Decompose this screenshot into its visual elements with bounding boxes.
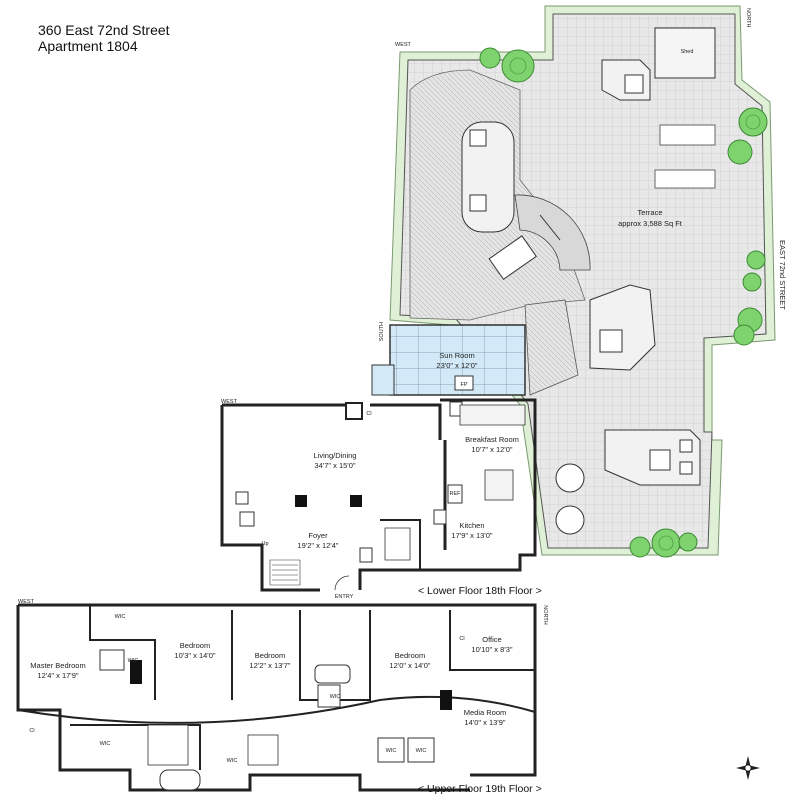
lower-floor-label: < Lower Floor 18th Floor > xyxy=(418,585,542,597)
room-name-breakfast: Breakfast Room xyxy=(465,435,519,444)
room-name-master-bedroom: Master Bedroom xyxy=(30,661,85,670)
compass-north-label: NORTH xyxy=(745,8,751,27)
wic-label: WIC xyxy=(386,748,397,754)
wic-label: WIC xyxy=(416,748,427,754)
street-label: EAST 72nd STREET xyxy=(778,240,787,310)
tree-group xyxy=(479,47,768,558)
wic-label: WIC xyxy=(330,694,341,700)
room-name-bedroom-1: Bedroom xyxy=(180,641,210,650)
room-dims-bedroom-2: 12'2" x 13'7" xyxy=(249,661,290,670)
upper-west-label: WEST xyxy=(18,599,35,605)
address-title: 360 East 72nd Street xyxy=(38,22,170,38)
room-name-shed: Shed xyxy=(681,49,694,55)
room-name-kitchen: Kitchen xyxy=(459,521,484,530)
compass-rose-icon xyxy=(736,756,760,780)
room-name-terrace: Terrace xyxy=(637,208,662,217)
closet-label: Cl xyxy=(29,728,34,734)
tree-icon xyxy=(738,107,768,137)
sun-room xyxy=(371,324,526,396)
room-dims-master-bedroom: 12'4" x 17'9" xyxy=(37,671,78,680)
tree-icon xyxy=(651,528,681,558)
wic-label: WIC xyxy=(115,614,126,620)
room-name-bedroom-3: Bedroom xyxy=(395,651,425,660)
room-dims-breakfast: 10'7" x 12'0" xyxy=(471,445,512,454)
room-dims-terrace: approx 3,588 Sq Ft xyxy=(618,219,683,228)
compass-south-label: SOUTH xyxy=(379,322,385,341)
room-dims-sun-room: 23'0" x 12'0" xyxy=(436,361,477,370)
tree-icon xyxy=(727,139,753,165)
ref-label: REF xyxy=(450,491,462,497)
closet-label: Cl xyxy=(459,636,464,642)
tree-icon xyxy=(629,536,651,558)
upper-north-label: NORTH xyxy=(542,605,548,624)
room-dims-bedroom-3: 12'0" x 14'0" xyxy=(389,661,430,670)
closet-label: Cl xyxy=(366,411,371,417)
room-name-foyer: Foyer xyxy=(308,531,328,540)
room-dims-media-room: 14'0" x 13'9" xyxy=(464,718,505,727)
apartment-title: Apartment 1804 xyxy=(38,38,138,54)
upper-floor-label: < Upper Floor 19th Floor > xyxy=(418,783,542,795)
tree-icon xyxy=(746,250,766,270)
wic-label: WIC xyxy=(100,741,111,747)
entry-label: ENTRY xyxy=(335,594,354,600)
room-dims-bedroom-1: 10'3" x 14'0" xyxy=(174,651,215,660)
wic-label: WIC xyxy=(128,658,139,664)
room-dims-office: 10'10" x 8'3" xyxy=(471,645,512,654)
stair-up-label: Up xyxy=(261,541,268,547)
fireplace-label: FP xyxy=(460,382,467,388)
tree-icon xyxy=(733,324,755,346)
room-dims-kitchen: 17'9" x 13'0" xyxy=(451,531,492,540)
room-name-office: Office xyxy=(482,635,501,644)
lower-floor-walls xyxy=(220,398,537,592)
wic-label: WIC xyxy=(227,758,238,764)
tree-icon xyxy=(501,49,535,83)
tree-icon xyxy=(678,532,698,552)
room-dims-living-dining: 34'7" x 15'0" xyxy=(314,461,355,470)
terrace-furniture xyxy=(461,27,716,535)
room-name-living-dining: Living/Dining xyxy=(314,451,357,460)
tree-icon xyxy=(742,272,762,292)
room-name-sun-room: Sun Room xyxy=(439,351,474,360)
room-dims-foyer: 19'2" x 12'4" xyxy=(297,541,338,550)
compass-west-label: WEST xyxy=(395,42,412,48)
room-name-media-room: Media Room xyxy=(464,708,507,717)
lower-west-label: WEST xyxy=(221,399,238,405)
room-name-bedroom-2: Bedroom xyxy=(255,651,285,660)
tree-icon xyxy=(479,47,501,69)
upper-floor-walls xyxy=(16,603,537,792)
